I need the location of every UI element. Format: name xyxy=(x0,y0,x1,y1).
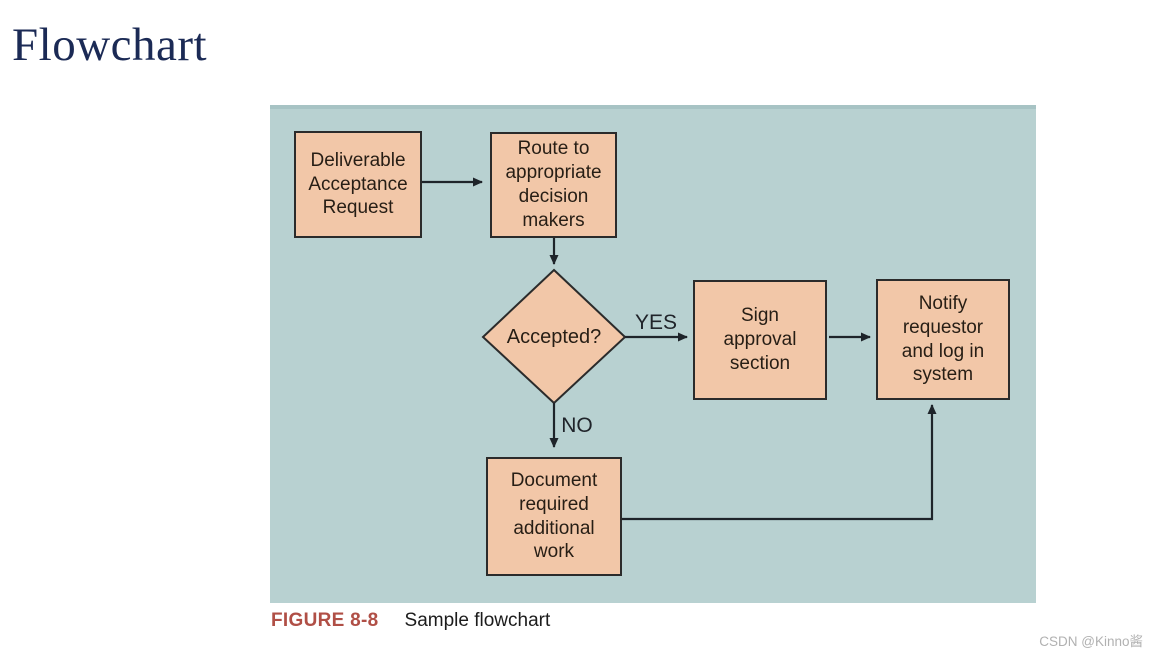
figure-caption-text: Sample flowchart xyxy=(404,610,551,631)
node-document-additional-work: Document required additional work xyxy=(486,457,622,576)
flowchart-panel: Deliverable Acceptance Request Route to … xyxy=(270,105,1036,603)
node-accepted-decision-label: Accepted? xyxy=(506,326,602,348)
flow-connectors xyxy=(422,177,937,521)
connector-document-to-notify xyxy=(622,404,937,521)
watermark: CSDN @Kinno酱 xyxy=(1039,634,1143,649)
figure-caption: FIGURE 8-8 Sample flowchart xyxy=(271,610,550,632)
figure-caption-label: FIGURE 8-8 xyxy=(271,610,379,631)
node-route-to-decision-makers: Route to appropriate decision makers xyxy=(490,132,617,238)
node-sign-approval-section: Sign approval section xyxy=(693,280,827,400)
node-deliverable-acceptance-request: Deliverable Acceptance Request xyxy=(294,131,422,238)
node-notify-requestor: Notify requestor and log in system xyxy=(876,279,1010,400)
edge-label-no: NO xyxy=(561,414,593,437)
slide-title: Flowchart xyxy=(12,19,208,71)
edge-label-yes: YES xyxy=(634,311,678,334)
